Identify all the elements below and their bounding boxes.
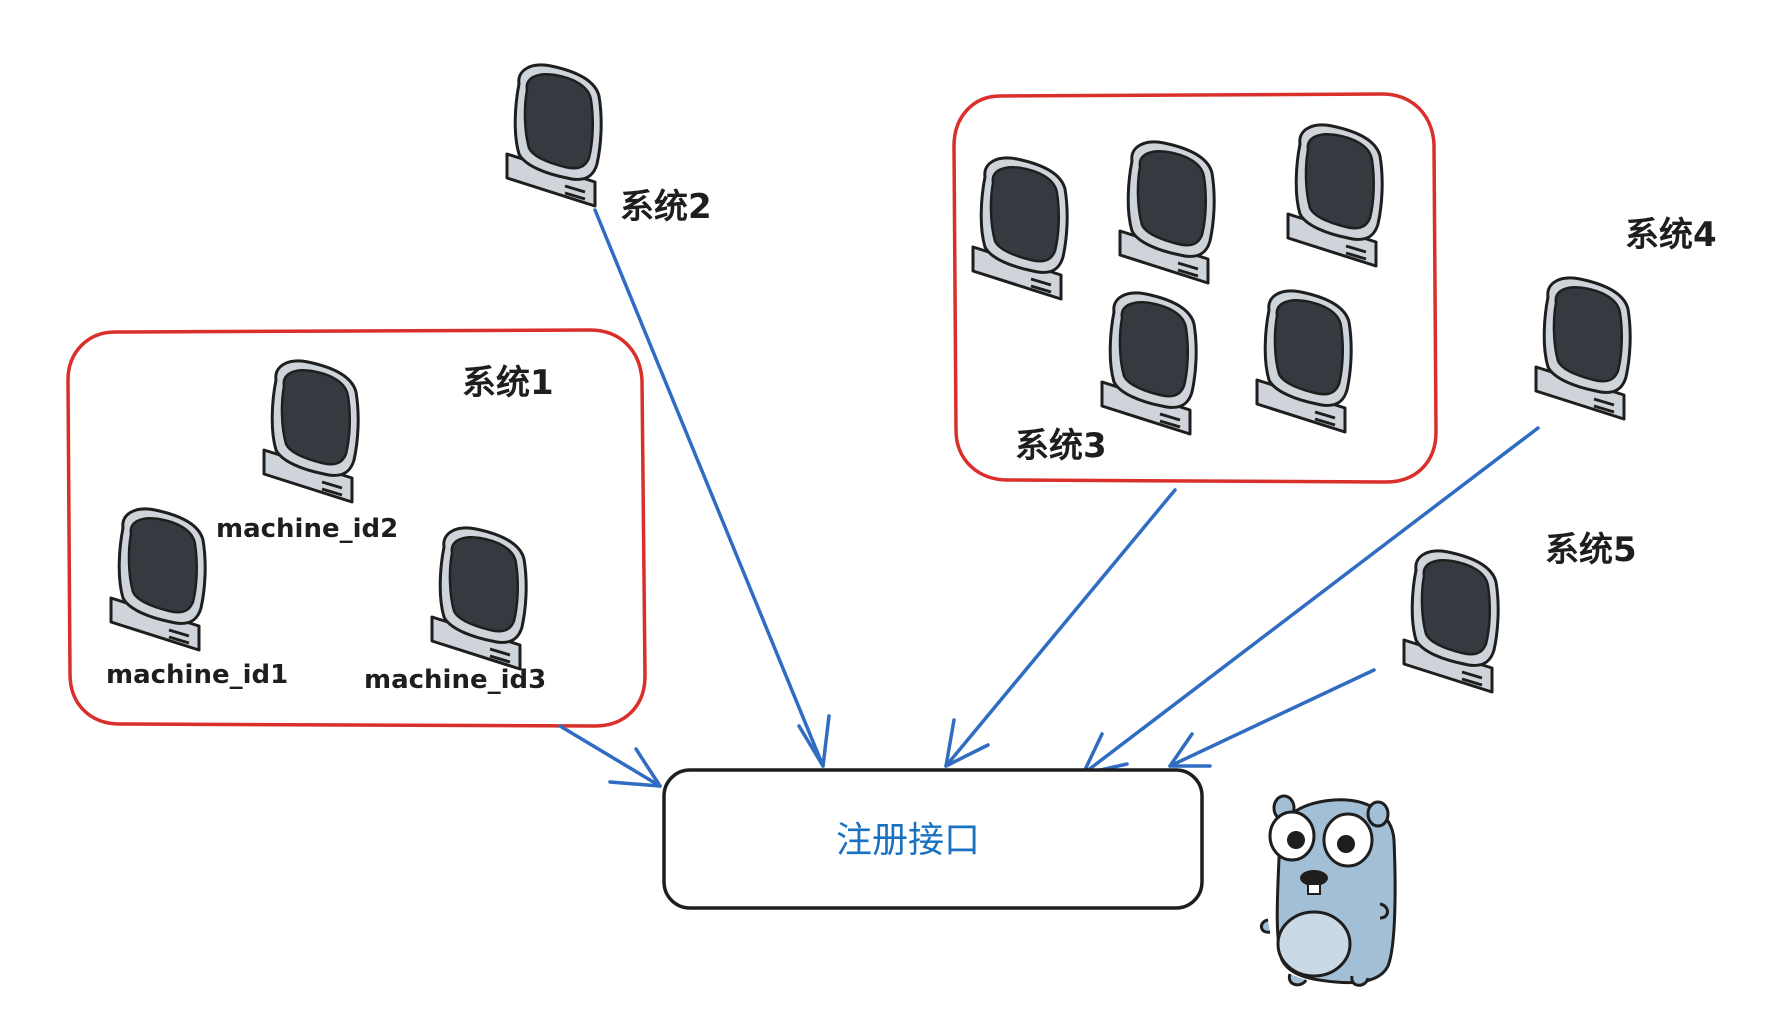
register-interface-label: 注册接口: [836, 820, 980, 861]
arrow-system5-to-register: [1168, 668, 1376, 768]
machine-id1-label: machine_id1: [106, 660, 288, 690]
computer-icon: [971, 156, 1069, 301]
computer-icon: [1100, 291, 1198, 436]
computer-icon: [1118, 140, 1216, 285]
computer-icon: [1534, 276, 1632, 421]
system2-label: 系统2: [620, 187, 712, 227]
computer-icon: [109, 507, 207, 652]
system1-label: 系统1: [462, 363, 554, 403]
computer-icon: [1255, 289, 1353, 434]
system4-label: 系统4: [1625, 215, 1717, 255]
arrow-system2-to-register: [593, 208, 831, 768]
arrow-system1-to-register: [558, 724, 662, 788]
machine-id3-label: machine_id3: [364, 665, 546, 695]
machine-id2-label: machine_id2: [216, 514, 398, 544]
arrow-system3-to-register: [944, 488, 1177, 768]
system5-label: 系统5: [1545, 530, 1637, 570]
system1-group-box: [66, 328, 647, 728]
computer-icon: [262, 359, 360, 504]
computer-icon: [1286, 123, 1384, 268]
computer-icon: [430, 526, 528, 671]
computer-icon: [505, 63, 603, 208]
system3-label: 系统3: [1015, 426, 1107, 466]
register-interface-box[interactable]: [662, 768, 1204, 910]
computer-icon: [1402, 549, 1500, 694]
go-gopher-mascot-icon: [1260, 794, 1397, 987]
system3-group-box: [952, 92, 1438, 484]
